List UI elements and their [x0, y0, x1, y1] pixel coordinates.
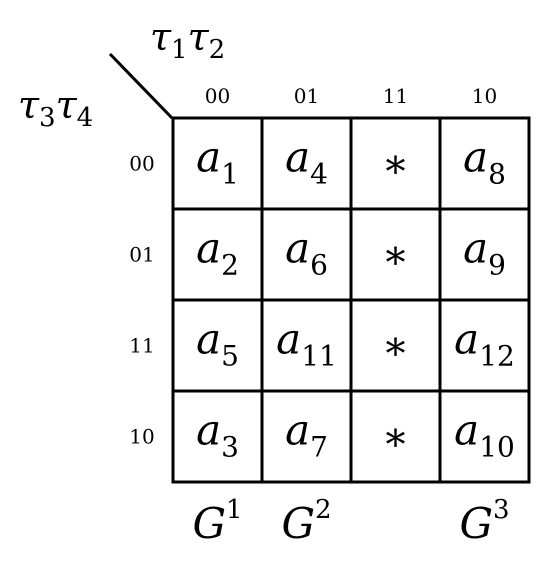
- cell-value: a12: [454, 315, 515, 373]
- group-label: G3: [459, 495, 509, 548]
- column-var-2-sub: 2: [209, 35, 226, 65]
- cell-value: a3: [196, 406, 239, 464]
- row-var-2-base: τ: [56, 83, 78, 127]
- cell-value: a11: [276, 315, 337, 373]
- column-variables-label: τ1τ2: [150, 15, 225, 65]
- row-var-1-sub: 3: [39, 103, 56, 133]
- cell-value: a5: [196, 315, 239, 373]
- group-label: G1: [192, 495, 242, 548]
- group-label: G2: [281, 495, 331, 548]
- column-code: 11: [383, 84, 408, 108]
- row-var-1-base: τ: [18, 83, 40, 127]
- row-var-2-sub: 4: [77, 103, 94, 133]
- cell-dont-care: *: [386, 423, 406, 469]
- cell-value: a4: [285, 133, 328, 191]
- row-code: 00: [129, 152, 154, 176]
- group-labels: G1 G2 G3: [192, 495, 509, 548]
- column-code: 00: [205, 84, 230, 108]
- column-var-2-base: τ: [188, 15, 210, 59]
- column-codes: 00 01 11 10: [205, 84, 497, 108]
- cell-value: a1: [196, 133, 239, 191]
- column-code: 10: [472, 84, 497, 108]
- cell-value: a6: [285, 224, 328, 282]
- map-grid: [171, 116, 531, 484]
- row-code: 10: [129, 425, 154, 449]
- column-var-1-sub: 1: [171, 35, 188, 65]
- cell-value: a10: [454, 406, 515, 464]
- cell-value: a8: [463, 133, 506, 191]
- cell-dont-care: *: [386, 332, 406, 378]
- row-code: 01: [129, 243, 154, 267]
- cell-value: a9: [463, 224, 506, 282]
- cell-dont-care: *: [386, 241, 406, 287]
- row-variables-label: τ3τ4: [18, 83, 93, 133]
- header-diagonal: [108, 52, 174, 120]
- row-codes: 00 01 11 10: [129, 152, 154, 449]
- cell-dont-care: *: [386, 150, 406, 196]
- map-cells: a1 a4 * a8 a2 a6 * a9 a5 a11 * a12 a3 a7 * a10: [196, 133, 515, 469]
- column-var-1-base: τ: [150, 15, 172, 59]
- cell-value: a2: [196, 224, 239, 282]
- cell-value: a7: [285, 406, 328, 464]
- column-code: 01: [294, 84, 319, 108]
- row-code: 11: [129, 334, 154, 358]
